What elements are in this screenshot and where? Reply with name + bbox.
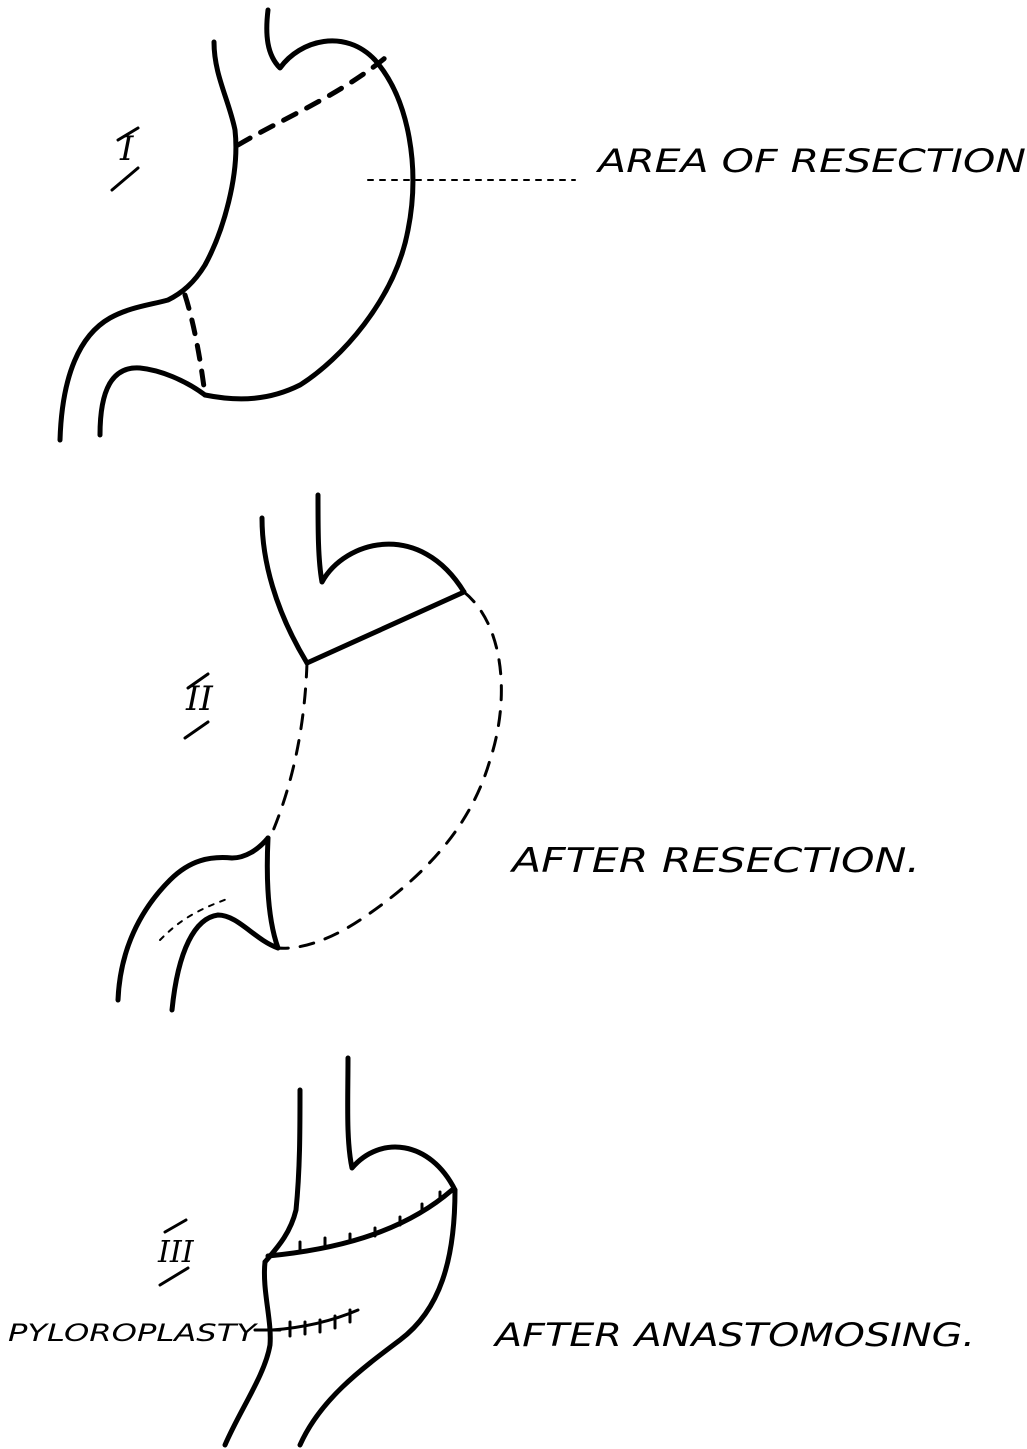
area-of-resection-label: AREA OF RESECTION xyxy=(595,142,1026,180)
stage-1-stomach xyxy=(60,10,575,440)
stage-3-numeral: III xyxy=(157,1235,195,1270)
after-resection-label: AFTER RESECTION. xyxy=(509,841,920,881)
stage-1-numeral-mark xyxy=(112,168,138,190)
after-anastomosing-label: AFTER ANASTOMOSING. xyxy=(493,1316,975,1354)
stage-2-numeral: II xyxy=(185,679,213,719)
stage-3-numeral-mark-top xyxy=(165,1220,186,1232)
stage-2-numeral-mark xyxy=(185,722,208,738)
pyloroplasty-label: PYLOROPLASTY xyxy=(8,1319,259,1347)
stage-2-stomach xyxy=(118,495,501,1010)
stage-3-numeral-mark xyxy=(160,1268,188,1285)
stage-3-stomach xyxy=(225,1058,455,1445)
